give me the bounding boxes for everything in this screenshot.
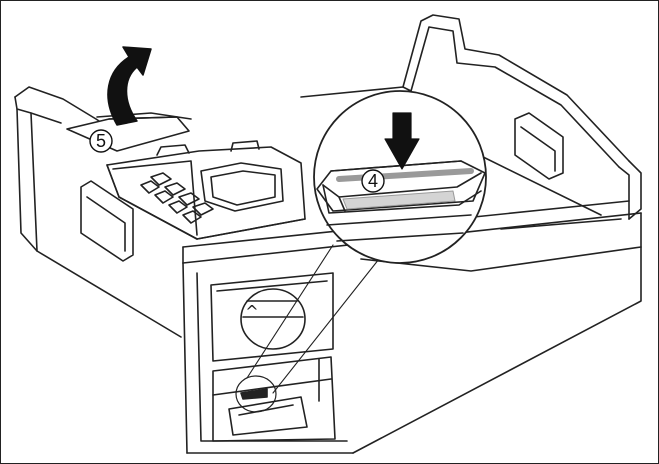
arrow-down-icon (384, 112, 420, 170)
callout-step-4: 4 (361, 169, 385, 193)
control-panel (210, 272, 334, 362)
magnifier-connector-lines (246, 244, 380, 394)
callout-step-5: 5 (89, 129, 113, 153)
dial-marker: ^ (245, 302, 258, 321)
callout-step-4-label: 4 (368, 171, 378, 191)
ice-tray-assembly (66, 116, 306, 240)
drawer-body (14, 14, 642, 454)
magnified-detail (313, 90, 487, 264)
callout-step-5-label: 5 (96, 131, 106, 151)
curved-arrow-up-icon (107, 46, 152, 126)
lower-latch-housing (212, 356, 336, 442)
